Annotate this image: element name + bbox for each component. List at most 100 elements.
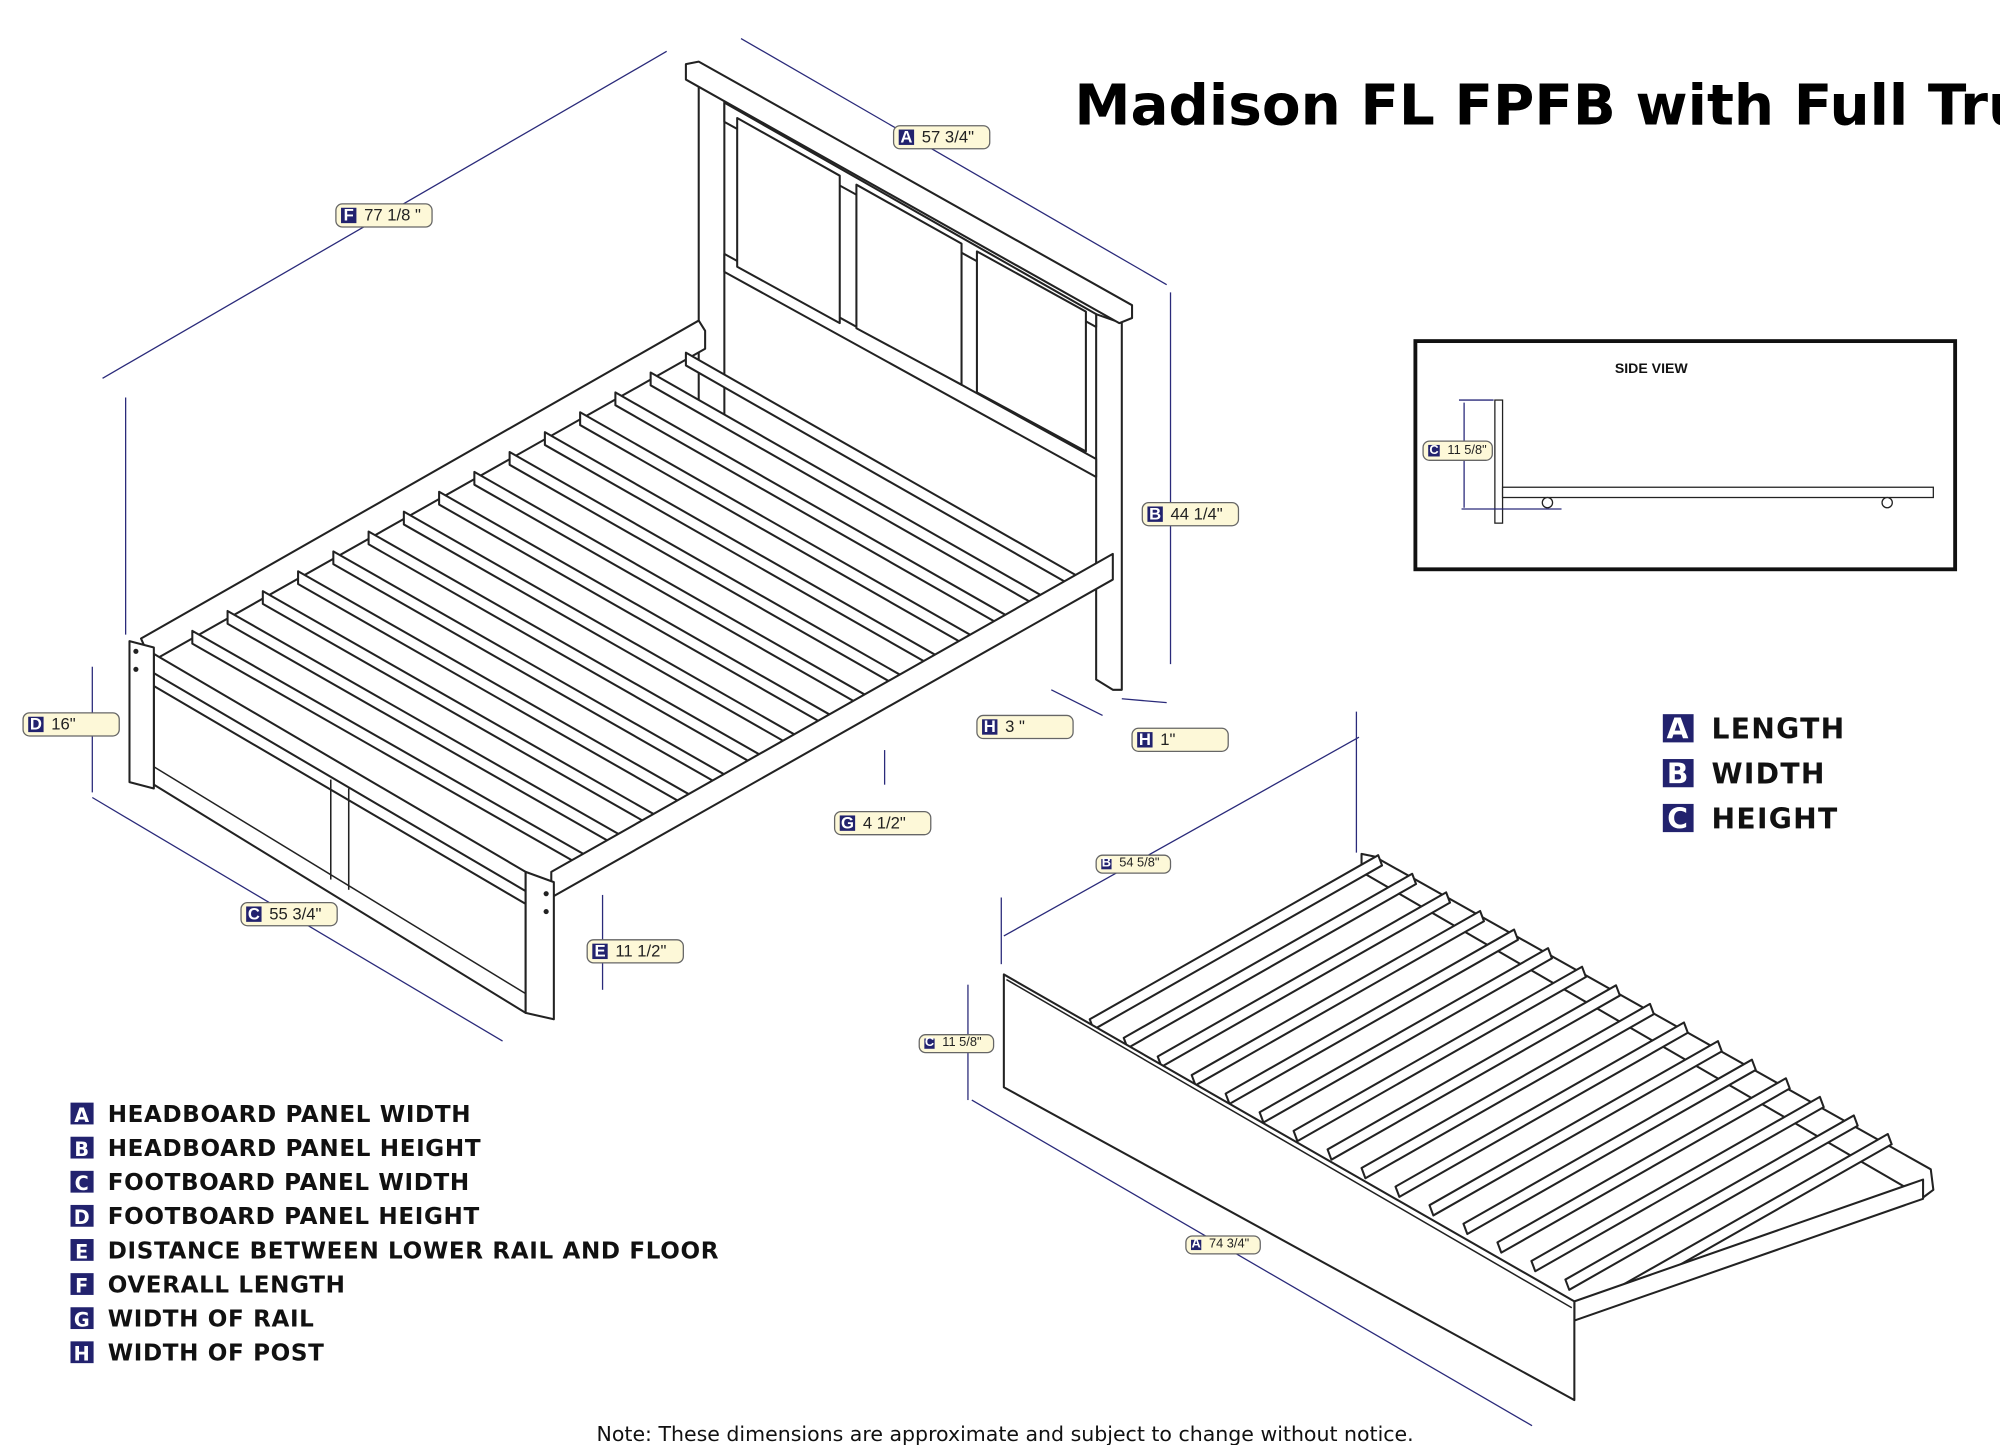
legend-letter: C: [1667, 802, 1689, 835]
label-value: 3 ": [1005, 717, 1025, 736]
legend-label: WIDTH: [1712, 757, 1826, 790]
trundle-legend-item: B WIDTH: [1662, 757, 1826, 790]
label-letter-badge: [1428, 444, 1440, 457]
footboard: [128, 640, 555, 1021]
legend-label: HEADBOARD PANEL WIDTH: [108, 1102, 471, 1128]
trundle-drawing: [967, 711, 1935, 1427]
label-value: 11 1/2": [615, 941, 666, 960]
legend-letter: B: [1667, 757, 1690, 790]
label-letter: E: [594, 941, 605, 960]
diagram-title: Madison FL FPFB with Full Trundle: [1074, 73, 2000, 138]
trundle-slat: [1258, 947, 1553, 1124]
legend-letter: E: [75, 1240, 89, 1263]
label-letter-badge: [1147, 506, 1163, 522]
label-letter-badge: [924, 1038, 935, 1049]
label-letter-badge: [839, 815, 856, 831]
label-value: 11 5/8": [1447, 442, 1486, 457]
side-view-title: SIDE VIEW: [1615, 360, 1689, 376]
legend-label: FOOTBOARD PANEL WIDTH: [108, 1170, 470, 1196]
trundle-slat: [1292, 965, 1587, 1143]
label-value: 57 3/4": [922, 127, 974, 146]
dimension-label: H 3 ": [976, 714, 1074, 740]
legend-letter: A: [74, 1104, 90, 1127]
label-letter-badge: [246, 906, 262, 922]
disclaimer-note: Note: These dimensions are approximate a…: [597, 1422, 1414, 1445]
legend-label: HEADBOARD PANEL HEIGHT: [108, 1136, 482, 1162]
trundle-legend: A LENGTH B WIDTH C HEIGHT: [1662, 713, 1846, 835]
label-letter-badge: [1137, 732, 1153, 748]
trundle-slat: [1564, 1114, 1859, 1291]
bed-legend-item: E DISTANCE BETWEEN LOWER RAIL AND FLOOR: [70, 1238, 719, 1264]
label-letter: A: [1192, 1236, 1201, 1251]
legend-label: DISTANCE BETWEEN LOWER RAIL AND FLOOR: [108, 1238, 719, 1264]
trundle-legend-item: C HEIGHT: [1662, 802, 1839, 835]
legend-letter: C: [75, 1172, 90, 1195]
bed-legend-item: A HEADBOARD PANEL WIDTH: [70, 1102, 471, 1128]
dimension-label: D 16": [22, 712, 120, 737]
label-letter-badge: [1101, 859, 1112, 870]
dimension-label: A 57 3/4": [892, 125, 991, 150]
bed-legend: A HEADBOARD PANEL WIDTH B HEADBOARD PANEL H…: [70, 1102, 719, 1367]
label-letter: F: [344, 206, 354, 225]
label-letter: H: [984, 717, 996, 736]
label-letter-badge: [1191, 1239, 1202, 1251]
side-view-panel: SIDE VIEW: [1413, 339, 1958, 572]
dimension-label: C 55 3/4": [240, 901, 338, 927]
bed-legend-item: C FOOTBOARD PANEL WIDTH: [70, 1170, 470, 1196]
label-value: 1": [1160, 730, 1175, 749]
label-value: 44 1/4": [1171, 504, 1223, 523]
trundle-legend-item: A LENGTH: [1662, 713, 1846, 746]
label-letter: D: [30, 715, 42, 734]
bed-legend-item: B HEADBOARD PANEL HEIGHT: [70, 1136, 482, 1162]
dimension-label: E 11 1/2": [586, 939, 684, 964]
label-value: 11 5/8": [942, 1034, 981, 1049]
bed-legend-item: F OVERALL LENGTH: [70, 1272, 346, 1298]
headboard: [684, 60, 1134, 691]
legend-label: FOOTBOARD PANEL HEIGHT: [108, 1204, 480, 1230]
bed-drawing: [91, 37, 1172, 1042]
legend-label: LENGTH: [1712, 713, 1846, 746]
label-value: 4 1/2": [863, 813, 906, 832]
trundle-slat: [1462, 1058, 1757, 1236]
label-letter: C: [248, 904, 260, 923]
label-letter-badge: [28, 716, 44, 733]
legend-label: HEIGHT: [1712, 802, 1839, 835]
trundle-slat: [1530, 1095, 1825, 1273]
legend-label: OVERALL LENGTH: [108, 1272, 346, 1298]
label-value: 16": [51, 715, 76, 734]
trundle-slat: [1394, 1021, 1689, 1198]
label-value: 74 3/4": [1209, 1236, 1249, 1251]
legend-label: WIDTH OF RAIL: [108, 1306, 315, 1332]
trundle-slat: [1190, 909, 1486, 1087]
trundle-slat: [1326, 984, 1621, 1161]
trundle-dimension-label: A 74 3/4": [1185, 1235, 1261, 1255]
trundle-slat: [1496, 1077, 1791, 1254]
label-letter-badge: [592, 943, 608, 960]
bed-legend-item: H WIDTH OF POST: [70, 1341, 325, 1367]
trundle-slat: [1224, 928, 1519, 1105]
label-value: 55 3/4": [269, 904, 321, 923]
legend-letter: H: [74, 1343, 91, 1366]
legend-letter: B: [74, 1138, 89, 1161]
label-letter-badge: [898, 129, 915, 145]
trundle-slats: [1088, 854, 1893, 1310]
label-letter: H: [1139, 730, 1151, 749]
legend-label: WIDTH OF POST: [108, 1341, 325, 1367]
label-value: 54 5/8": [1119, 855, 1159, 870]
label-letter: A: [900, 127, 912, 146]
label-letter: G: [841, 813, 854, 832]
legend-letter: A: [1667, 713, 1690, 746]
legend-letter: F: [75, 1274, 89, 1297]
trundle-slat: [1428, 1040, 1723, 1217]
trundle-slat: [1360, 1002, 1655, 1180]
label-letter: C: [1429, 442, 1438, 457]
dimension-label: G 4 1/2": [833, 810, 932, 836]
